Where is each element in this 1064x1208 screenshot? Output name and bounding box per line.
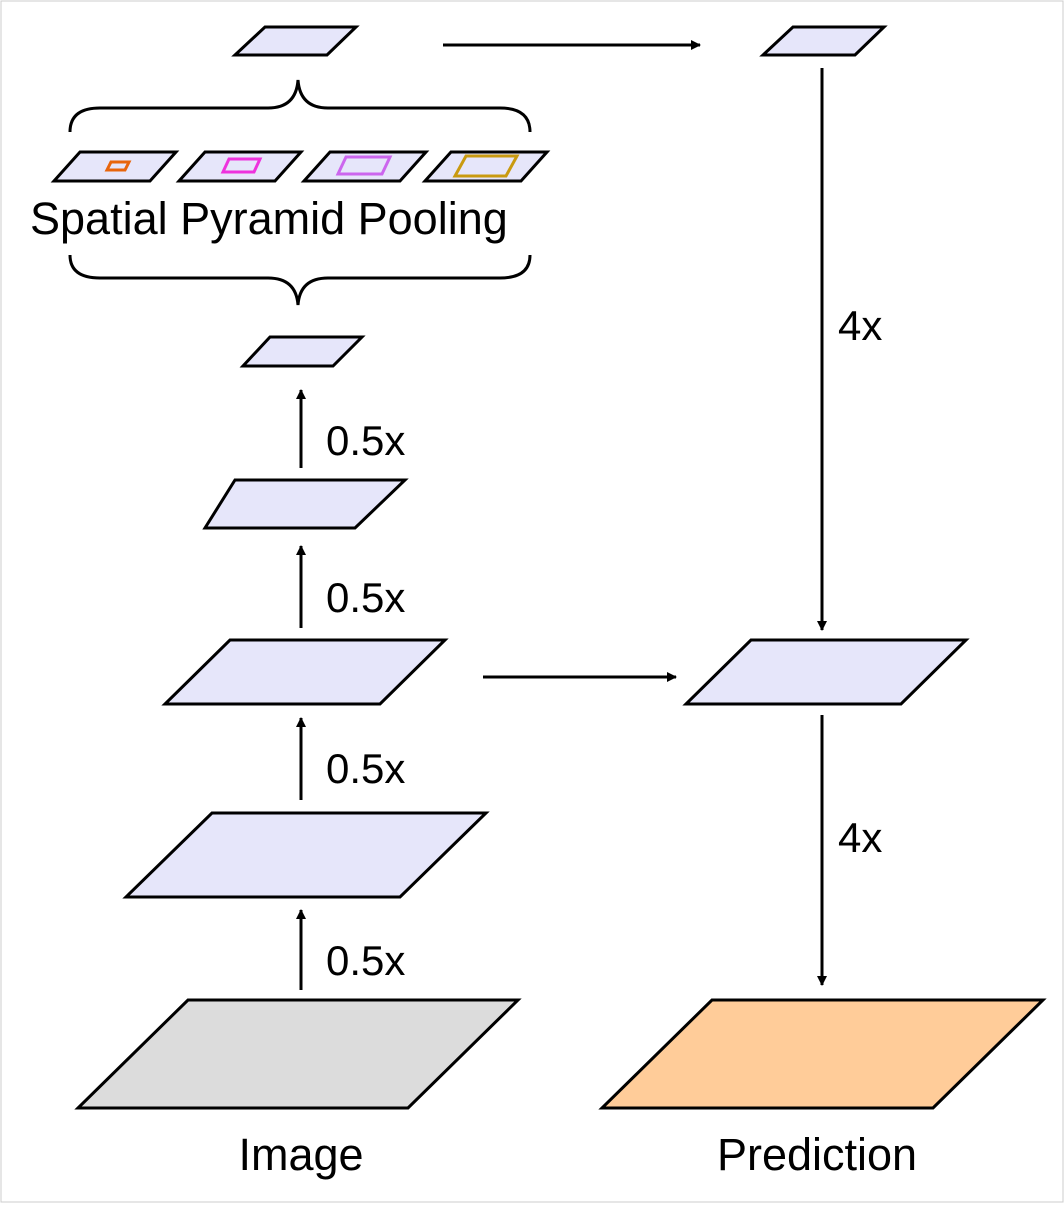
spp-pool-window-2 bbox=[220, 157, 263, 174]
spp-top-brace bbox=[68, 79, 532, 133]
feature-map-3 bbox=[202, 478, 409, 530]
spp-bottom-brace bbox=[68, 254, 532, 306]
spp-pool-window-3 bbox=[335, 155, 393, 176]
feature-map-1 bbox=[122, 811, 490, 899]
downsample-label-2: 0.5x bbox=[326, 745, 405, 792]
downsample-label-3: 0.5x bbox=[326, 574, 405, 621]
prediction-label: Prediction bbox=[717, 1129, 917, 1180]
spp-label: Spatial Pyramid Pooling bbox=[30, 193, 508, 244]
spp-pool-plane-1 bbox=[50, 150, 180, 183]
spp-pool-window-4 bbox=[452, 154, 520, 178]
upsample-label-1: 4x bbox=[838, 302, 882, 349]
image-label: Image bbox=[238, 1129, 363, 1180]
spp-pool-plane-2 bbox=[175, 150, 305, 183]
downsample-label-1: 0.5x bbox=[326, 937, 405, 984]
prediction-plane bbox=[598, 998, 1047, 1110]
downsample-label-4: 0.5x bbox=[326, 417, 405, 464]
spp-pool-plane-3 bbox=[300, 150, 430, 183]
spp-pool-window-1 bbox=[104, 160, 132, 172]
encoder-output-map bbox=[231, 25, 360, 57]
input-image-plane bbox=[74, 998, 522, 1110]
decoder-fused-map bbox=[682, 638, 970, 706]
upsample-label-2: 4x bbox=[838, 814, 882, 861]
decoder-top-map bbox=[759, 25, 888, 57]
feature-map-2 bbox=[161, 638, 449, 706]
feature-map-4 bbox=[239, 335, 366, 368]
